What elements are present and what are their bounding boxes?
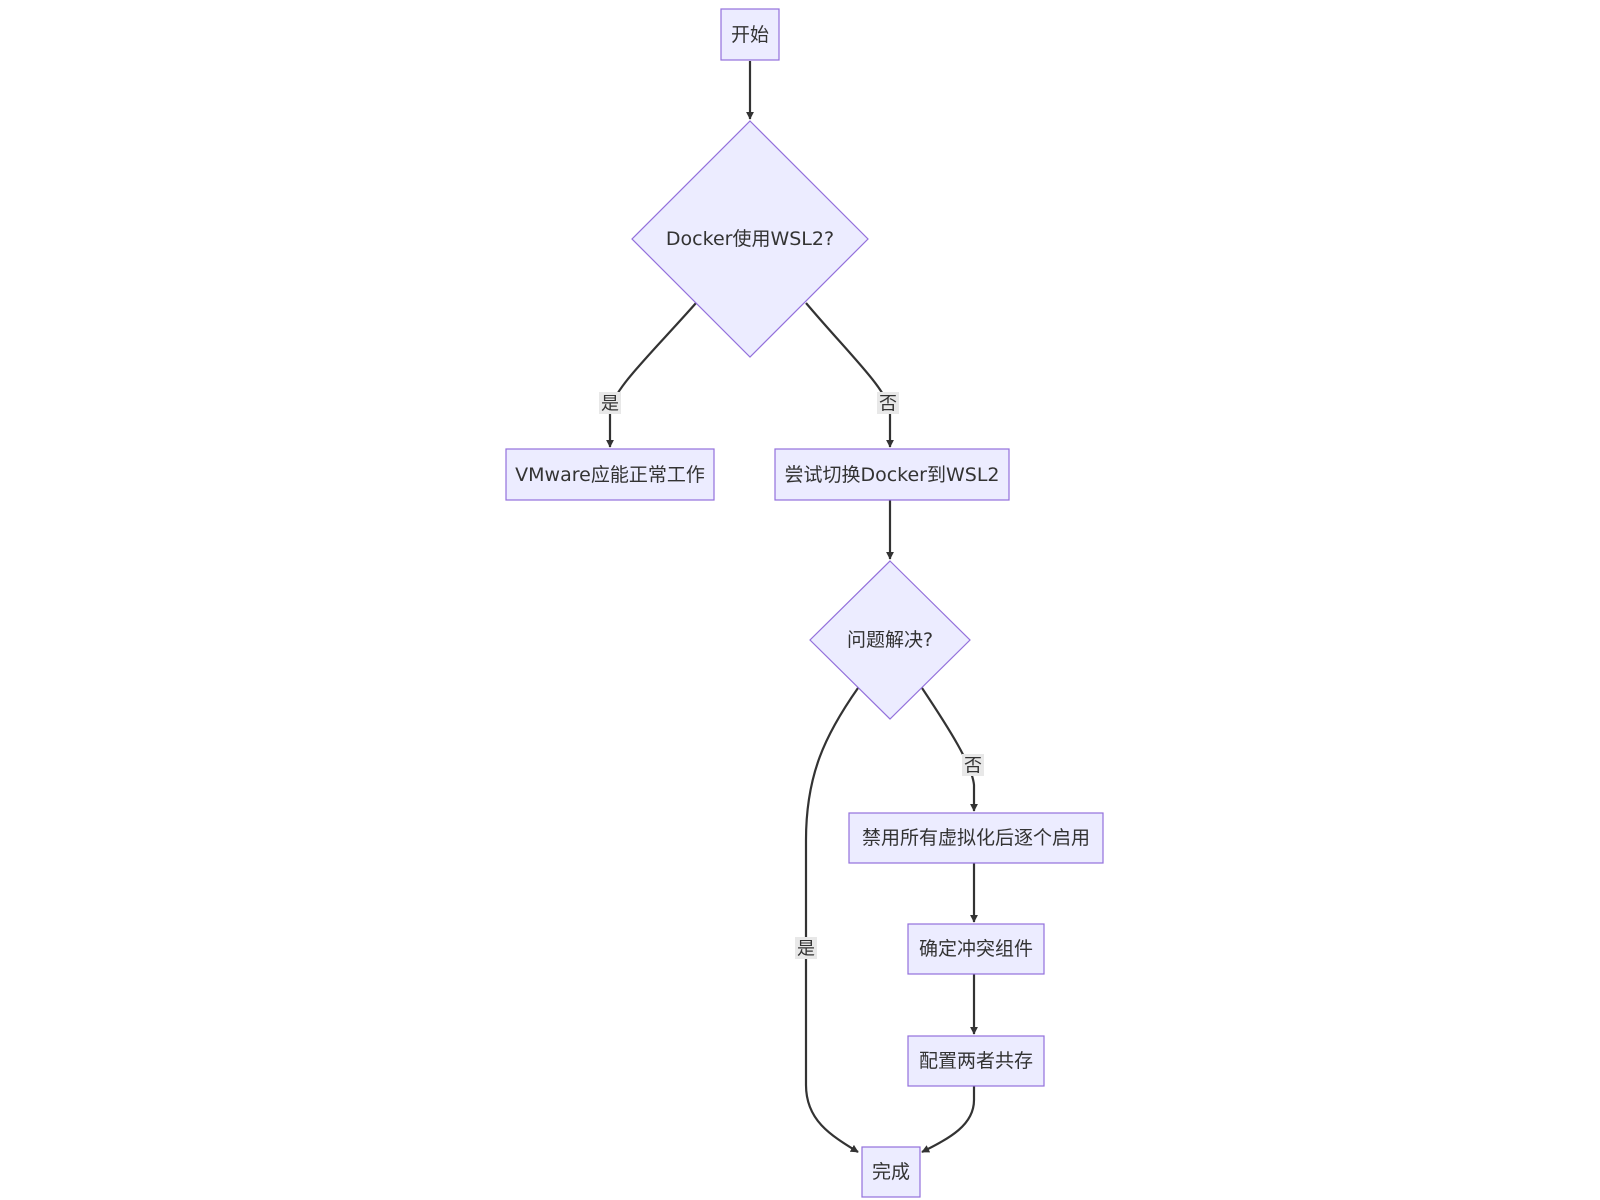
edge-decision-wsl2-to-vmware-ok	[606, 302, 697, 448]
edge-decision-solved-to-disable-all	[921, 687, 978, 812]
node-decision-solved: 问题解决?	[809, 560, 971, 720]
node-identify-conflict: 确定冲突组件	[907, 923, 1045, 975]
edges	[606, 61, 978, 1153]
node-decision-wsl2-label: Docker使用WSL2?	[666, 228, 834, 250]
node-switch-wsl2-label: 尝试切换Docker到WSL2	[784, 464, 999, 486]
edge-label-solved-yes-text: 是	[797, 939, 815, 960]
edge-label-wsl2-yes-text: 是	[601, 394, 619, 415]
node-configure-coexist-label: 配置两者共存	[919, 1050, 1033, 1072]
edge-label-wsl2-no: 否	[877, 392, 899, 415]
node-switch-wsl2: 尝试切换Docker到WSL2	[774, 448, 1010, 501]
node-disable-all-label: 禁用所有虚拟化后逐个启用	[862, 827, 1090, 849]
node-start: 开始	[720, 8, 780, 61]
node-decision-solved-label: 问题解决?	[847, 629, 933, 651]
edge-label-solved-yes: 是	[795, 937, 817, 960]
edge-configure-coexist-to-done	[921, 1086, 976, 1153]
node-identify-conflict-label: 确定冲突组件	[919, 938, 1033, 960]
node-done-label: 完成	[872, 1161, 910, 1183]
node-vmware-ok: VMware应能正常工作	[505, 448, 715, 501]
node-disable-all: 禁用所有虚拟化后逐个启用	[848, 812, 1104, 864]
node-decision-wsl2: Docker使用WSL2?	[631, 120, 869, 358]
node-configure-coexist: 配置两者共存	[907, 1035, 1045, 1087]
node-start-label: 开始	[731, 24, 769, 46]
edge-decision-wsl2-to-switch-wsl2	[805, 302, 894, 448]
edge-label-solved-no-text: 否	[964, 756, 982, 777]
node-done: 完成	[861, 1146, 921, 1198]
edge-decision-solved-to-done	[804, 687, 859, 1153]
edge-label-solved-no: 否	[962, 754, 984, 777]
node-vmware-ok-label: VMware应能正常工作	[515, 464, 705, 486]
edge-label-wsl2-no-text: 否	[879, 394, 897, 415]
edge-label-wsl2-yes: 是	[599, 392, 621, 415]
